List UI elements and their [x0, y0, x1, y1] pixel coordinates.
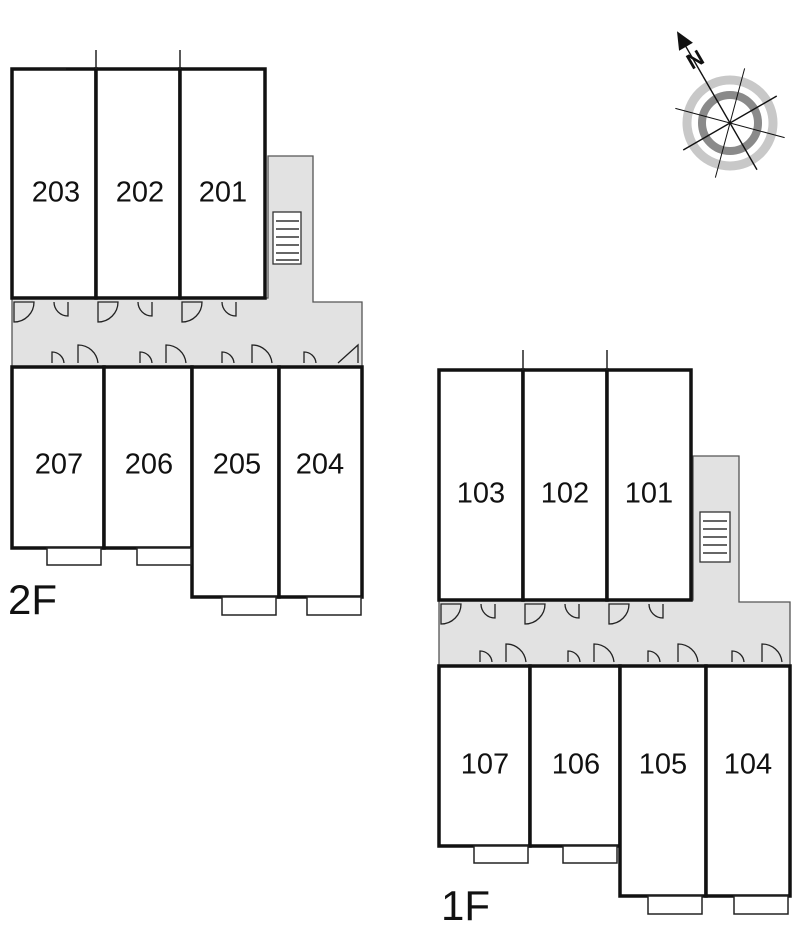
room-label-207: 207 [35, 449, 83, 481]
balcony-107 [473, 845, 529, 864]
doors-1f-bottom [479, 643, 783, 663]
unit-106 [528, 664, 622, 848]
balcony-105 [647, 895, 703, 915]
room-label-105: 105 [639, 749, 687, 781]
floor-label-2f: 2F [8, 576, 57, 623]
room-label-205: 205 [213, 449, 261, 481]
room-label-202: 202 [116, 177, 164, 209]
unit-206 [102, 365, 194, 550]
staircase-2f [272, 211, 302, 265]
room-label-107: 107 [461, 749, 509, 781]
floor-2f: 203 202 201 207 206 205 204 2F [8, 50, 364, 623]
doors-1f-top [440, 603, 664, 625]
unit-201 [178, 67, 267, 300]
unit-202 [94, 67, 182, 300]
doors-2f-bottom [51, 343, 359, 364]
balcony-206 [136, 547, 192, 566]
unit-203 [10, 67, 98, 300]
balcony-106 [562, 845, 618, 864]
room-label-106: 106 [552, 749, 600, 781]
room-label-103: 103 [457, 478, 505, 510]
unit-105 [618, 664, 708, 898]
balcony-207 [46, 547, 102, 566]
room-label-204: 204 [296, 449, 344, 481]
floor-1f: 103 102 101 107 106 105 104 1F [437, 350, 792, 929]
room-label-201: 201 [199, 177, 247, 209]
room-label-203: 203 [32, 177, 80, 209]
balcony-104 [733, 895, 789, 915]
doors-2f-top [13, 301, 237, 323]
room-label-101: 101 [625, 478, 673, 510]
unit-204 [277, 365, 364, 599]
room-label-102: 102 [541, 478, 589, 510]
unit-103 [437, 368, 525, 602]
floor-label-1f: 1F [441, 882, 490, 929]
room-label-206: 206 [125, 449, 173, 481]
balcony-204 [306, 596, 362, 616]
staircase-1f [699, 511, 731, 563]
unit-102 [521, 368, 609, 602]
unit-107 [437, 664, 532, 848]
unit-205 [190, 365, 281, 599]
unit-207 [10, 365, 106, 550]
room-label-104: 104 [724, 749, 772, 781]
balcony-205 [221, 596, 277, 616]
unit-101 [605, 368, 693, 602]
north-label: N [682, 45, 708, 75]
unit-104 [704, 664, 792, 898]
compass-rose-icon: N [675, 31, 785, 178]
